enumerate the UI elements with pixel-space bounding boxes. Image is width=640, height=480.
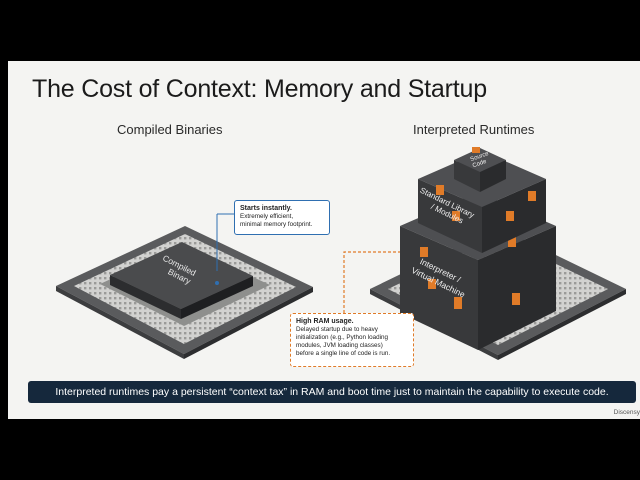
interpreted-callout: High RAM usage. Delayed startup due to h… (290, 313, 414, 367)
summary-banner: Interpreted runtimes pay a persistent “c… (28, 381, 636, 403)
source-code-block: Source Code (454, 147, 506, 192)
interpreted-connector (343, 251, 400, 313)
interpreted-callout-line1: Delayed startup due to heavy (296, 326, 378, 333)
slide-title: The Cost of Context: Memory and Startup (32, 75, 487, 103)
interpreted-callout-line3: modules, JVM loading classes) (296, 342, 383, 349)
interpreted-runtimes-heading: Interpreted Runtimes (413, 122, 535, 137)
compiled-callout: Starts instantly. Extremely efficient, m… (234, 200, 330, 235)
illustration: Compiled Binary Interpreter / Virtual Ma… (56, 147, 626, 360)
compiled-callout-line1: Extremely efficient, (240, 213, 294, 220)
brand-watermark: Discensy (613, 409, 640, 416)
source-code-label-2: Code (472, 159, 488, 170)
compiled-callout-heading: Starts instantly. (240, 205, 292, 212)
interpreted-callout-line4: before a single line of code is run. (296, 350, 391, 357)
interpreted-callout-heading: High RAM usage. (296, 318, 354, 325)
compiled-connector (215, 213, 234, 285)
presentation-slide: The Cost of Context: Memory and Startup … (8, 61, 640, 419)
compiled-callout-line2: minimal memory footprint. (240, 221, 313, 228)
compiled-binary-chip: Compiled Binary (110, 242, 253, 319)
compiled-binaries-heading: Compiled Binaries (117, 122, 223, 137)
interpreted-callout-line2: initialization (e.g., Python loading (296, 334, 389, 341)
